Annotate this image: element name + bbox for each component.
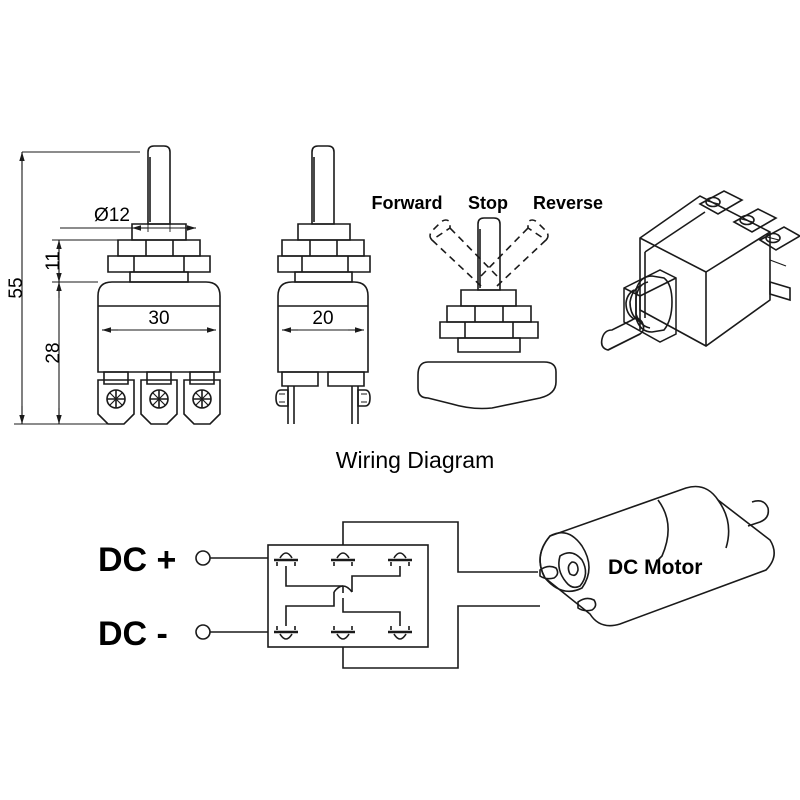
side-terminal-necks (281, 371, 365, 387)
iso-terminals[interactable] (698, 190, 800, 302)
position-label-stop: Stop (468, 193, 508, 213)
position-mounting-panel (417, 361, 557, 410)
side-toggle-lever[interactable] (311, 145, 335, 225)
side-bushing-nuts (277, 239, 371, 283)
front-toggle-lever[interactable] (147, 145, 171, 225)
dc-negative-label: DC - (98, 615, 168, 653)
position-lever-forward (429, 219, 498, 287)
dimension-label-diameter: Ø12 (94, 205, 130, 226)
dc-motor (539, 485, 775, 627)
wiring-switch-terminals[interactable] (274, 552, 412, 640)
front-bushing-nuts (107, 239, 211, 283)
dimension-label-20: 20 (312, 308, 333, 329)
side-elevation-view: 20 (275, 145, 371, 424)
front-terminal-necks (103, 371, 215, 385)
front-elevation-view: 55 11 28 (6, 145, 221, 425)
side-terminal-blades[interactable] (275, 386, 371, 424)
side-lever-collar (297, 223, 351, 241)
front-lever-collar (131, 223, 187, 241)
dimension-label-11: 11 (43, 251, 64, 271)
motor-terminal-positive (539, 565, 559, 580)
dimension-label-28: 28 (43, 342, 64, 363)
dc-motor-label: DC Motor (608, 556, 702, 579)
dc-negative-node[interactable] (195, 624, 211, 640)
wiring-switch-body (267, 544, 429, 648)
dimension-diameter (60, 216, 196, 232)
wiring-diagram-title: Wiring Diagram (336, 447, 494, 473)
position-lever-reverse (480, 219, 549, 287)
dc-positive-label: DC + (98, 541, 176, 579)
position-lever-stop[interactable] (477, 217, 501, 291)
position-label-forward: Forward (371, 193, 442, 213)
motor-terminal-negative (577, 597, 597, 612)
isometric-perspective-view (600, 190, 800, 351)
front-switch-body (97, 281, 221, 373)
iso-toggle-lever[interactable] (600, 317, 645, 351)
dimension-label-30: 30 (148, 308, 169, 329)
dc-positive-node[interactable] (195, 550, 211, 566)
iso-body-seam (644, 211, 706, 318)
wiring-diagram (195, 485, 775, 669)
wiring-internal-links (285, 566, 401, 626)
dimension-overall-height (14, 151, 140, 425)
dimension-bushing-height (52, 239, 118, 283)
position-label-reverse: Reverse (533, 193, 603, 213)
dimension-label-55: 55 (6, 277, 27, 298)
side-switch-body (277, 281, 369, 373)
position-bushing-nuts (439, 289, 539, 353)
front-terminal-lugs[interactable] (97, 379, 221, 425)
three-position-action-view (417, 217, 557, 410)
iso-bushing (623, 269, 677, 343)
wiring-motor-leads (342, 521, 540, 669)
